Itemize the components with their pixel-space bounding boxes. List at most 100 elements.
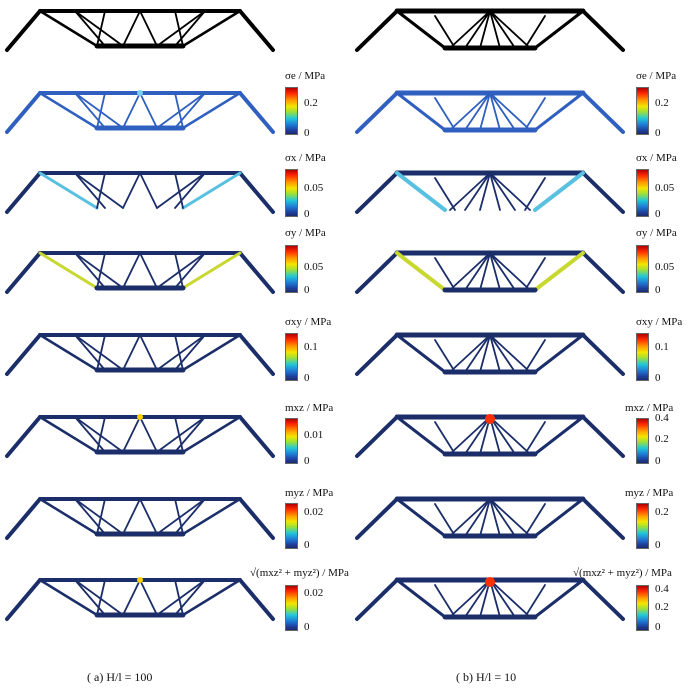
- truss-web-member: [434, 339, 456, 373]
- truss-right-diagonal: [181, 497, 242, 536]
- tick-a-4-min: 0: [304, 372, 310, 384]
- stress-hotspot: [137, 414, 143, 420]
- truss-web-member: [74, 334, 124, 371]
- truss-web-member: [174, 498, 184, 535]
- truss-web-member: [489, 416, 531, 455]
- tick-a-1-max: 0.2: [304, 97, 318, 109]
- truss-web-member: [524, 339, 546, 373]
- truss-web-member: [174, 416, 184, 453]
- truss-web-member: [122, 92, 141, 129]
- tick-a-6-max: 0.02: [304, 506, 324, 518]
- truss-web-member: [524, 257, 546, 291]
- truss-web-member: [122, 498, 141, 535]
- truss-web-member: [174, 252, 184, 289]
- tick-a-3-max: 0.05: [304, 261, 324, 273]
- label-b-6: myz / MPa: [625, 487, 674, 499]
- truss-left-diagonal: [395, 251, 447, 292]
- truss-web-member: [434, 584, 456, 618]
- stress-hotspot: [137, 90, 143, 96]
- truss-web-member: [464, 334, 491, 373]
- truss-plot-b-6: [355, 496, 625, 540]
- tick-a-7-max: 0.02: [304, 587, 324, 599]
- truss-web-member: [96, 92, 106, 129]
- truss-left-leg: [5, 415, 42, 458]
- truss-web-member: [74, 10, 124, 47]
- truss-web-member: [449, 416, 491, 455]
- truss-web-member: [74, 172, 106, 209]
- truss-web-member: [489, 498, 501, 537]
- truss-web-member: [96, 252, 106, 289]
- truss-web-member: [74, 334, 106, 371]
- truss-plot-a-0: [5, 9, 275, 52]
- truss-web-member: [96, 498, 106, 535]
- truss-web-member: [524, 97, 546, 131]
- caption-a: ( a) H/l = 100: [87, 670, 153, 684]
- tick-b-7-max: 0.4: [655, 583, 669, 595]
- tick-a-5-max: 0.01: [304, 429, 324, 441]
- truss-web-member: [449, 579, 491, 618]
- truss-right-diagonal: [181, 415, 242, 454]
- truss-left-diagonal: [38, 333, 99, 372]
- truss-right-leg: [581, 497, 625, 540]
- colorbar-b-5: [636, 418, 649, 464]
- truss-web-member: [74, 579, 106, 616]
- truss-left-diagonal: [395, 415, 447, 456]
- truss-web-member: [156, 579, 206, 616]
- tick-b-2-max: 0.05: [655, 182, 675, 194]
- truss-right-leg: [238, 578, 275, 621]
- truss-right-diagonal: [533, 171, 585, 212]
- truss-web-member: [464, 498, 491, 537]
- label-b-7: √(mxz² + myz²) / MPa: [573, 567, 672, 579]
- truss-web-member: [479, 334, 491, 373]
- truss-web-member: [156, 334, 206, 371]
- truss-right-diagonal: [533, 251, 585, 292]
- truss-plot-b-7: [355, 577, 625, 621]
- truss-web-member: [122, 172, 141, 209]
- truss-left-leg: [355, 497, 399, 540]
- truss-web-member: [479, 252, 491, 291]
- truss-web-member: [122, 252, 141, 289]
- truss-web-member: [524, 503, 546, 537]
- truss-left-diagonal: [395, 9, 447, 50]
- truss-web-member: [434, 15, 456, 49]
- tick-b-4-min: 0: [655, 372, 661, 384]
- truss-web-member: [174, 579, 184, 616]
- truss-web-member: [464, 10, 491, 49]
- truss-web-member: [489, 172, 531, 211]
- truss-left-leg: [355, 171, 399, 214]
- truss-web-member: [174, 498, 206, 535]
- truss-left-diagonal: [38, 171, 99, 210]
- truss-web-member: [489, 92, 531, 131]
- truss-right-leg: [581, 333, 625, 376]
- truss-web-member: [489, 10, 531, 49]
- truss-left-leg: [5, 9, 42, 52]
- truss-web-member: [489, 252, 516, 291]
- truss-right-leg: [238, 415, 275, 458]
- truss-web-member: [489, 10, 501, 49]
- truss-web-member: [174, 334, 206, 371]
- truss-web-member: [174, 92, 206, 129]
- truss-web-member: [489, 498, 531, 537]
- colorbar-b-3: [636, 245, 649, 293]
- label-b-2: σx / MPa: [636, 152, 677, 164]
- truss-web-member: [489, 252, 501, 291]
- truss-web-member: [434, 421, 456, 455]
- truss-web-member: [74, 252, 106, 289]
- colorbar-b-1: [636, 87, 649, 135]
- label-b-4: σxy / MPa: [636, 316, 683, 328]
- colorbar-a-4: [285, 333, 298, 381]
- truss-web-member: [74, 92, 124, 129]
- tick-b-5-max: 0.4: [655, 412, 669, 424]
- truss-plot-b-5: [355, 414, 625, 458]
- truss-left-leg: [355, 415, 399, 458]
- truss-right-leg: [581, 578, 625, 621]
- colorbar-a-1: [285, 87, 298, 135]
- truss-left-diagonal: [38, 91, 99, 130]
- truss-right-leg: [581, 91, 625, 134]
- truss-web-member: [434, 177, 456, 211]
- tick-b-1-min: 0: [655, 127, 661, 139]
- truss-web-member: [96, 416, 106, 453]
- tick-b-1-max: 0.2: [655, 97, 669, 109]
- caption-b: ( b) H/l = 10: [456, 670, 517, 684]
- truss-web-member: [139, 172, 158, 209]
